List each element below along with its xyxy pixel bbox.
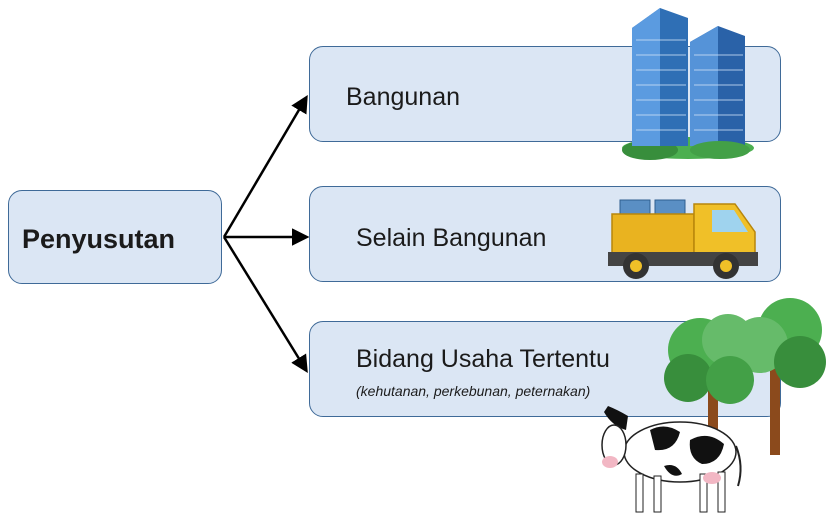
cow-icon [601, 406, 742, 513]
branch-sublabel-bidang-usaha: (kehutanan, perkebunan, peternakan) [356, 383, 591, 399]
branch-label-selain-bangunan: Selain Bangunan [356, 224, 547, 252]
root-node-box [8, 190, 222, 284]
arrow-to-bidang-usaha [222, 236, 308, 373]
branch-label-bidang-usaha: Bidang Usaha Tertentu [356, 345, 610, 373]
arrow-to-bangunan [222, 94, 308, 238]
office-buildings-icon [622, 8, 754, 160]
branch-label-bangunan: Bangunan [346, 83, 461, 111]
trees-icon [664, 298, 826, 460]
truck-icon [608, 199, 758, 279]
root-label: Penyusutan [22, 224, 176, 254]
